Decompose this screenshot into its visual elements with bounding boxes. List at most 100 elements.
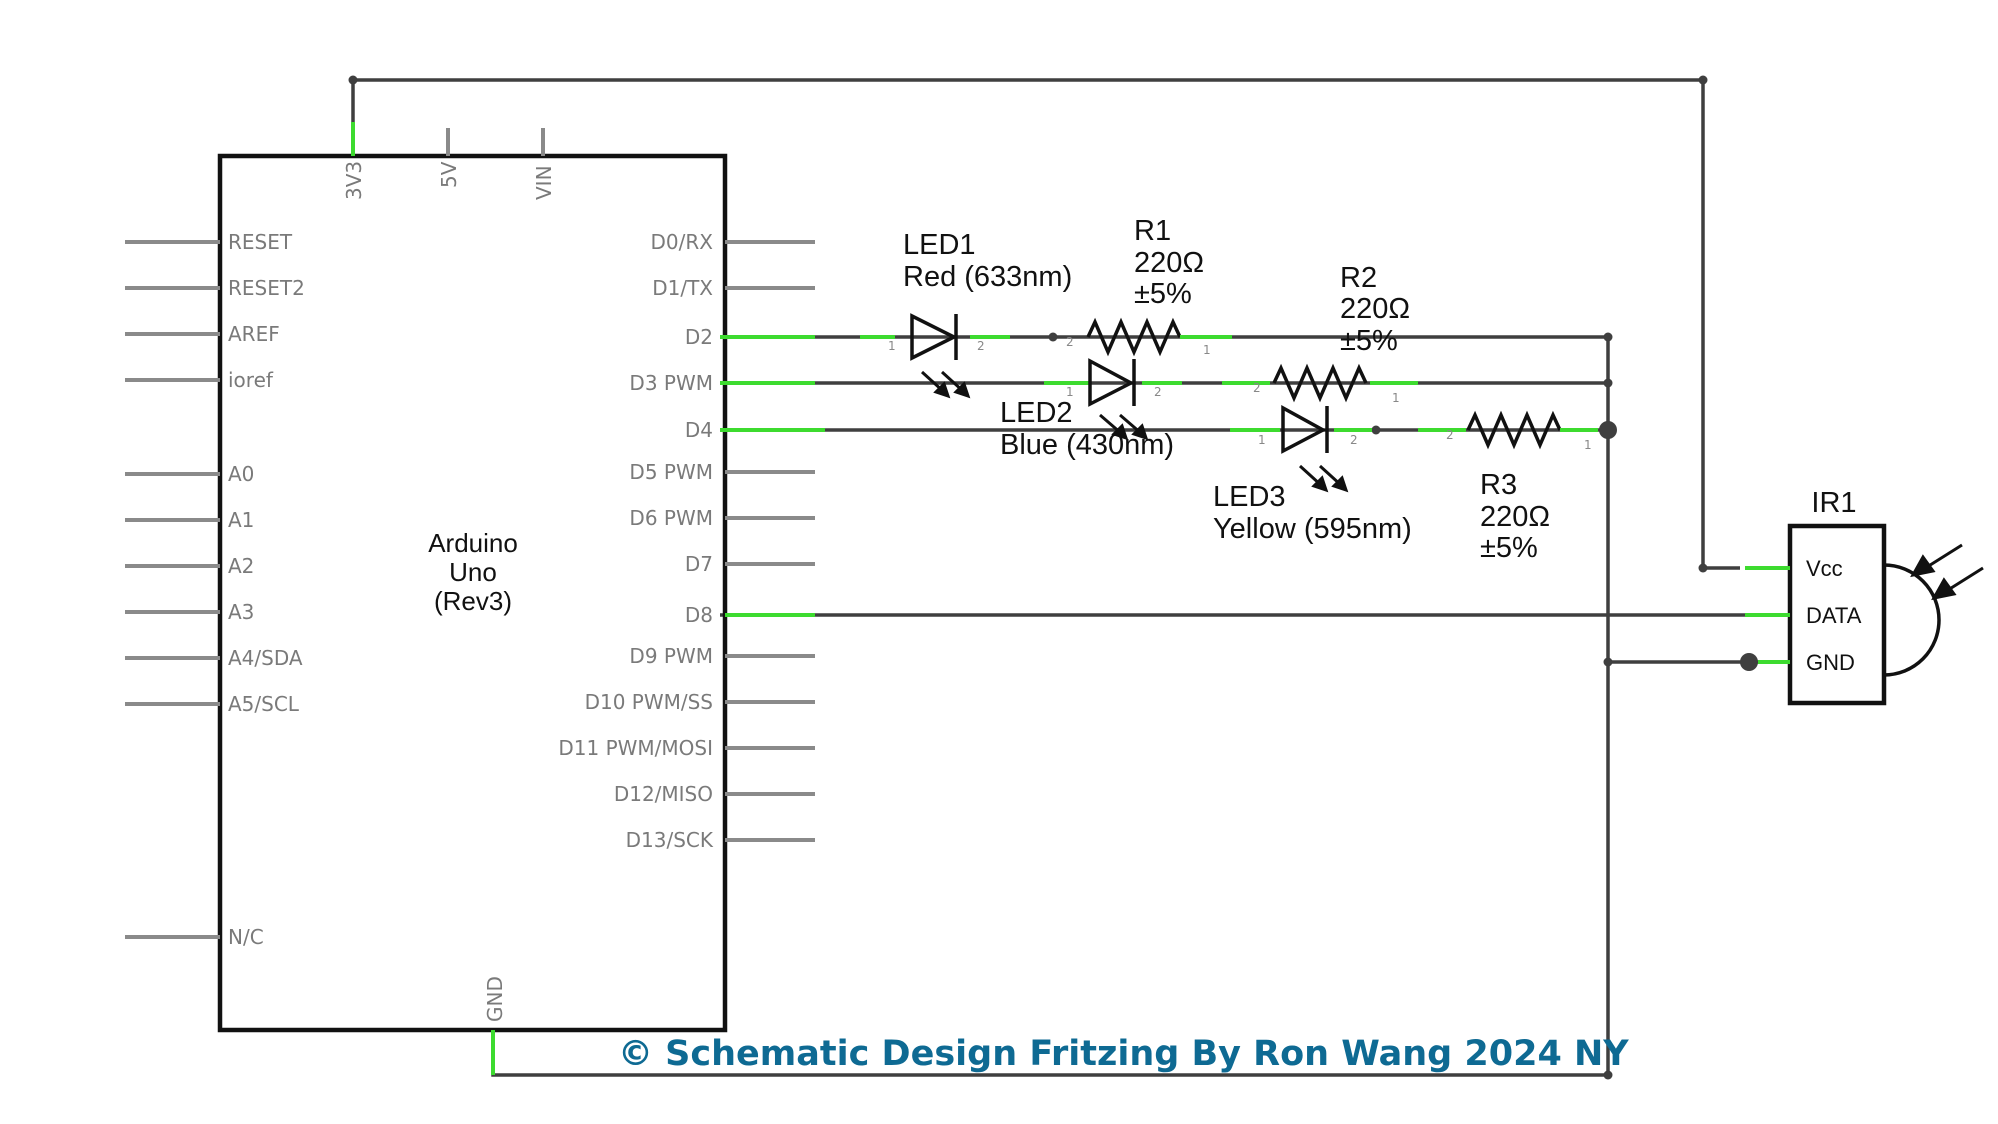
led1-component: 1 2 LED1 Red (633nm) — [720, 229, 1072, 399]
left-pin-label: RESET2 — [228, 276, 305, 300]
left-pin-label: ioref — [228, 368, 274, 392]
led1-desc: Red (633nm) — [903, 261, 1072, 293]
led2-pin1: 1 — [1066, 385, 1074, 399]
right-pin-label: D12/MISO — [614, 782, 713, 806]
r1-tolerance: ±5% — [1134, 278, 1192, 310]
right-pin-label: D0/RX — [651, 230, 714, 254]
wires — [351, 78, 1790, 1077]
junction-dot — [1603, 657, 1613, 667]
r3-pin2: 2 — [1446, 428, 1454, 442]
right-pin-label: D7 — [685, 552, 713, 576]
right-pin-label: D3 PWM — [629, 371, 713, 395]
board-name-line2: Uno — [449, 557, 497, 587]
ir1-pin-data-label: DATA — [1806, 603, 1862, 628]
r1-pin2: 2 — [1066, 335, 1074, 349]
r1-value: 220Ω — [1134, 247, 1204, 279]
led3-diode-symbol — [1281, 405, 1327, 454]
led2-desc: Blue (430nm) — [1000, 429, 1174, 461]
right-pin-label: D4 — [685, 418, 713, 442]
led1-pin2: 2 — [977, 339, 985, 353]
r2-pin2: 2 — [1253, 381, 1261, 395]
r1-pin1: 1 — [1203, 343, 1211, 357]
ir1-name: IR1 — [1811, 487, 1856, 519]
arduino-uno-board: 3V3 5V VIN GND Arduino Uno (Rev3) RESETR… — [125, 122, 815, 1075]
led2-emission-arrows — [1099, 413, 1149, 441]
r2-resistor-symbol — [1272, 363, 1368, 403]
copyright-text: © Schematic Design Fritzing By Ron Wang … — [618, 1034, 1629, 1074]
ir1-pin-gnd-label: GND — [1806, 650, 1855, 675]
board-body — [217, 153, 728, 1033]
pin-label-gnd: GND — [483, 976, 507, 1022]
led2-component: 1 2 LED2 Blue (430nm) — [720, 358, 1182, 461]
left-pin-label: A5/SCL — [228, 692, 300, 716]
ir1-incoming-light-arrows — [1910, 543, 1984, 601]
r2-pin1: 1 — [1392, 391, 1400, 405]
right-pin-label: D13/SCK — [626, 828, 714, 852]
junction-dot — [1698, 75, 1708, 85]
led3-pin2: 2 — [1350, 433, 1358, 447]
junction-dot — [1048, 332, 1058, 342]
led3-name: LED3 — [1213, 481, 1286, 513]
r3-value: 220Ω — [1480, 501, 1550, 533]
pin-label-5v: 5V — [437, 161, 461, 188]
pin-label-vin: VIN — [532, 165, 556, 200]
right-pin-label: D9 PWM — [629, 644, 713, 668]
led1-pin1: 1 — [888, 339, 896, 353]
right-pin-label: D10 PWM/SS — [585, 690, 713, 714]
led3-pin1: 1 — [1258, 433, 1266, 447]
led2-diode-symbol — [1088, 358, 1135, 407]
r3-component: 2 1 R3 220Ω ±5% — [1418, 410, 1598, 564]
junction-dot — [1698, 563, 1708, 573]
led1-name: LED1 — [903, 229, 976, 261]
left-pin-label: RESET — [228, 230, 293, 254]
r2-name: R2 — [1340, 262, 1377, 294]
right-pin-label: D5 PWM — [629, 460, 713, 484]
junction-dot — [1603, 1070, 1613, 1080]
r2-component: 2 1 R2 220Ω ±5% — [1222, 262, 1418, 405]
junction-dot — [1740, 653, 1758, 671]
r2-value: 220Ω — [1340, 293, 1410, 325]
led3-emission-arrows — [1298, 464, 1349, 493]
right-pin-label: D6 PWM — [629, 506, 713, 530]
junction-dot — [1599, 421, 1617, 439]
r3-name: R3 — [1480, 469, 1517, 501]
led3-desc: Yellow (595nm) — [1213, 513, 1412, 545]
left-pin-label: A1 — [228, 508, 254, 532]
ir1-receiver-component: Vcc DATA GND IR1 — [1745, 487, 1984, 706]
left-pin-label: A2 — [228, 554, 254, 578]
r3-tolerance: ±5% — [1480, 532, 1538, 564]
led2-name: LED2 — [1000, 397, 1073, 429]
junction-dot — [1371, 425, 1381, 435]
wire-3v3-vcc — [351, 78, 1740, 570]
led2-pin2: 2 — [1154, 385, 1162, 399]
board-name-line3: (Rev3) — [434, 586, 512, 616]
r1-resistor-symbol — [1086, 317, 1182, 357]
junction-dot — [348, 75, 358, 85]
right-pin-label: D8 — [685, 603, 713, 627]
right-pin-label: D2 — [685, 325, 713, 349]
r3-resistor-symbol — [1466, 410, 1562, 450]
left-pin-label: A3 — [228, 600, 254, 624]
junction-dot — [1603, 332, 1613, 342]
right-pin-label: D1/TX — [652, 276, 713, 300]
r1-component: 2 1 R1 220Ω ±5% — [1066, 215, 1232, 357]
pin-label-3v3: 3V3 — [342, 161, 366, 200]
r2-tolerance: ±5% — [1340, 325, 1398, 357]
left-pin-label: A4/SDA — [228, 646, 303, 670]
led3-component: 1 2 LED3 Yellow (595nm) — [720, 405, 1412, 545]
led1-diode-symbol — [910, 313, 958, 361]
board-name-line1: Arduino — [428, 528, 518, 558]
ir1-dome — [1883, 563, 1941, 677]
left-pin-label: AREF — [228, 322, 280, 346]
r1-name: R1 — [1134, 215, 1171, 247]
led1-emission-arrows — [920, 370, 971, 399]
left-pin-label: N/C — [228, 925, 264, 949]
r3-pin1: 1 — [1584, 438, 1592, 452]
left-pin-label: A0 — [228, 462, 254, 486]
junctions — [348, 75, 1758, 1080]
junction-dot — [1603, 378, 1613, 388]
ir1-pin-vcc-label: Vcc — [1806, 556, 1843, 581]
